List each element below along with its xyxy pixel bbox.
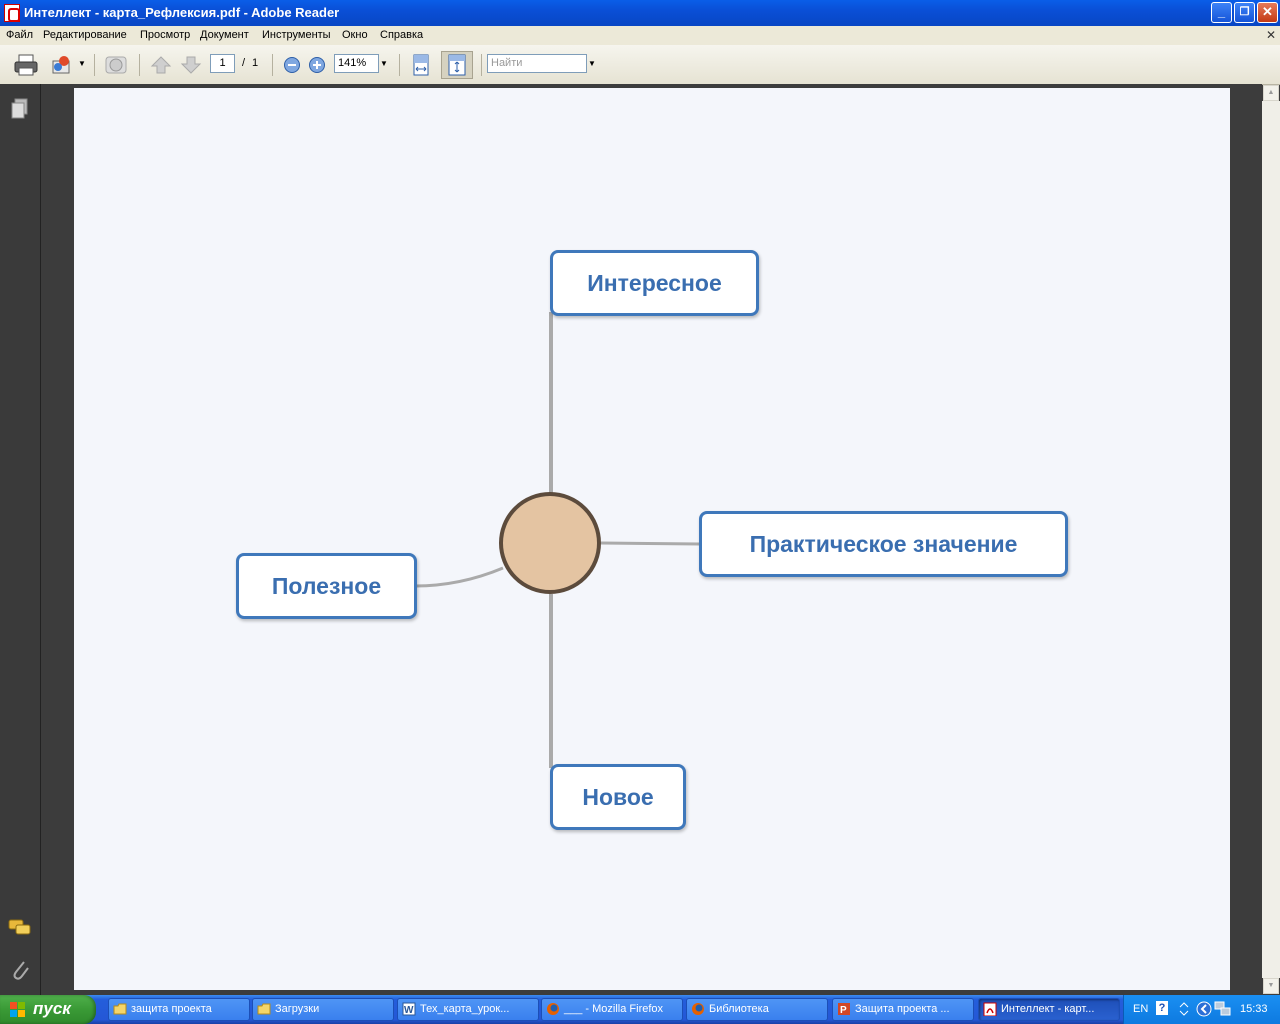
folder-icon — [113, 1003, 127, 1015]
print-icon[interactable] — [13, 53, 39, 77]
menu-file[interactable]: Файл — [6, 29, 34, 41]
powerpoint-icon: P — [838, 1003, 850, 1016]
taskbar-item-powerpoint[interactable]: P Защита проекта ... — [832, 998, 974, 1021]
scroll-up-button[interactable]: ▲ — [1263, 85, 1279, 101]
pdf-icon — [983, 1002, 997, 1016]
fit-page-button[interactable] — [441, 51, 473, 79]
collaborate-dropdown-icon[interactable]: ▼ — [78, 59, 86, 68]
menu-document[interactable]: Документ — [200, 29, 249, 41]
email-collaborate-icon[interactable] — [50, 53, 76, 77]
taskbar-item-project-folder[interactable]: защита проекта — [108, 998, 250, 1021]
next-page-icon[interactable] — [180, 54, 202, 76]
show-hidden-icons-button[interactable] — [1196, 1001, 1212, 1017]
close-button[interactable]: ✕ — [1257, 2, 1278, 23]
taskbar-item-word-doc[interactable]: W Тех_карта_урок... — [397, 998, 539, 1021]
zoom-in-icon[interactable] — [308, 56, 326, 74]
firefox-icon — [547, 1003, 559, 1015]
adobe-pdf-icon — [4, 4, 20, 22]
start-label: пуск — [33, 999, 71, 1018]
clock[interactable]: 15:33 — [1240, 1003, 1268, 1015]
fit-width-icon[interactable] — [409, 53, 433, 77]
node-practical-value: Практическое значение — [699, 511, 1068, 577]
hand-tool-icon[interactable] — [103, 53, 129, 77]
network-icon[interactable] — [1214, 1001, 1232, 1017]
page-total: 1 — [252, 57, 259, 69]
folder-icon — [257, 1003, 271, 1015]
comments-panel-icon[interactable] — [8, 918, 32, 938]
page-separator: / — [242, 57, 246, 69]
minimize-button[interactable]: _ — [1211, 2, 1232, 23]
taskbar-item-firefox[interactable]: ___ - Mozilla Firefox — [541, 998, 683, 1021]
word-icon: W — [402, 1002, 416, 1016]
taskbar-item-adobe-reader[interactable]: Интеллект - карт... — [978, 998, 1120, 1021]
window-title: Интеллект - карта_Рефлексия.pdf - Adobe … — [24, 5, 340, 20]
menu-tools[interactable]: Инструменты — [262, 29, 331, 41]
close-document-icon[interactable]: ✕ — [1265, 28, 1276, 42]
navigation-panel — [0, 84, 41, 995]
menu-edit[interactable]: Редактирование — [43, 29, 127, 41]
attachments-panel-icon[interactable] — [10, 958, 30, 982]
zoom-out-icon[interactable] — [283, 56, 301, 74]
start-button[interactable]: пуск — [0, 995, 96, 1024]
zoom-level-input[interactable]: 141% — [334, 54, 379, 73]
node-interesting: Интересное — [550, 250, 759, 316]
restore-button[interactable]: ❐ — [1234, 2, 1255, 23]
menu-help[interactable]: Справка — [380, 29, 424, 41]
taskbar-item-library[interactable]: Библиотека — [686, 998, 828, 1021]
zoom-dropdown-icon[interactable]: ▼ — [380, 59, 388, 68]
search-input[interactable]: Найти — [487, 54, 587, 73]
svg-text:P: P — [840, 1005, 847, 1016]
windows-logo-icon — [10, 1002, 25, 1017]
node-useful: Полезное — [236, 553, 417, 619]
svg-text:W: W — [404, 1005, 414, 1016]
page-number-input[interactable]: 1 — [210, 54, 235, 73]
search-dropdown-icon[interactable]: ▼ — [588, 59, 596, 68]
toolbar: ▼ 1 / 1 141% ▼ Найти ▼ — [0, 45, 1280, 85]
menu-view[interactable]: Просмотр — [140, 29, 191, 41]
menu-bar: Файл Редактирование Просмотр Документ Ин… — [0, 26, 1280, 46]
taskbar-item-downloads[interactable]: Загрузки — [252, 998, 394, 1021]
fit-page-icon — [448, 54, 466, 76]
firefox-icon — [692, 1003, 704, 1015]
center-circle — [499, 492, 601, 594]
tray-arrows-icon[interactable] — [1178, 1001, 1190, 1017]
menu-window[interactable]: Окно — [342, 29, 368, 41]
taskbar: пуск защита проекта Загрузки W Тех_карта… — [0, 995, 1280, 1024]
title-bar[interactable]: Интеллект - карта_Рефлексия.pdf - Adobe … — [0, 0, 1280, 26]
language-indicator[interactable]: EN — [1133, 1003, 1149, 1015]
pages-panel-icon[interactable] — [10, 98, 30, 120]
help-icon[interactable]: ? — [1156, 1001, 1168, 1015]
vertical-scrollbar[interactable] — [1262, 101, 1280, 978]
previous-page-icon[interactable] — [150, 54, 172, 76]
system-tray: EN ? 15:33 — [1123, 995, 1280, 1024]
scroll-down-button[interactable]: ▼ — [1263, 978, 1279, 994]
node-new: Новое — [550, 764, 686, 830]
